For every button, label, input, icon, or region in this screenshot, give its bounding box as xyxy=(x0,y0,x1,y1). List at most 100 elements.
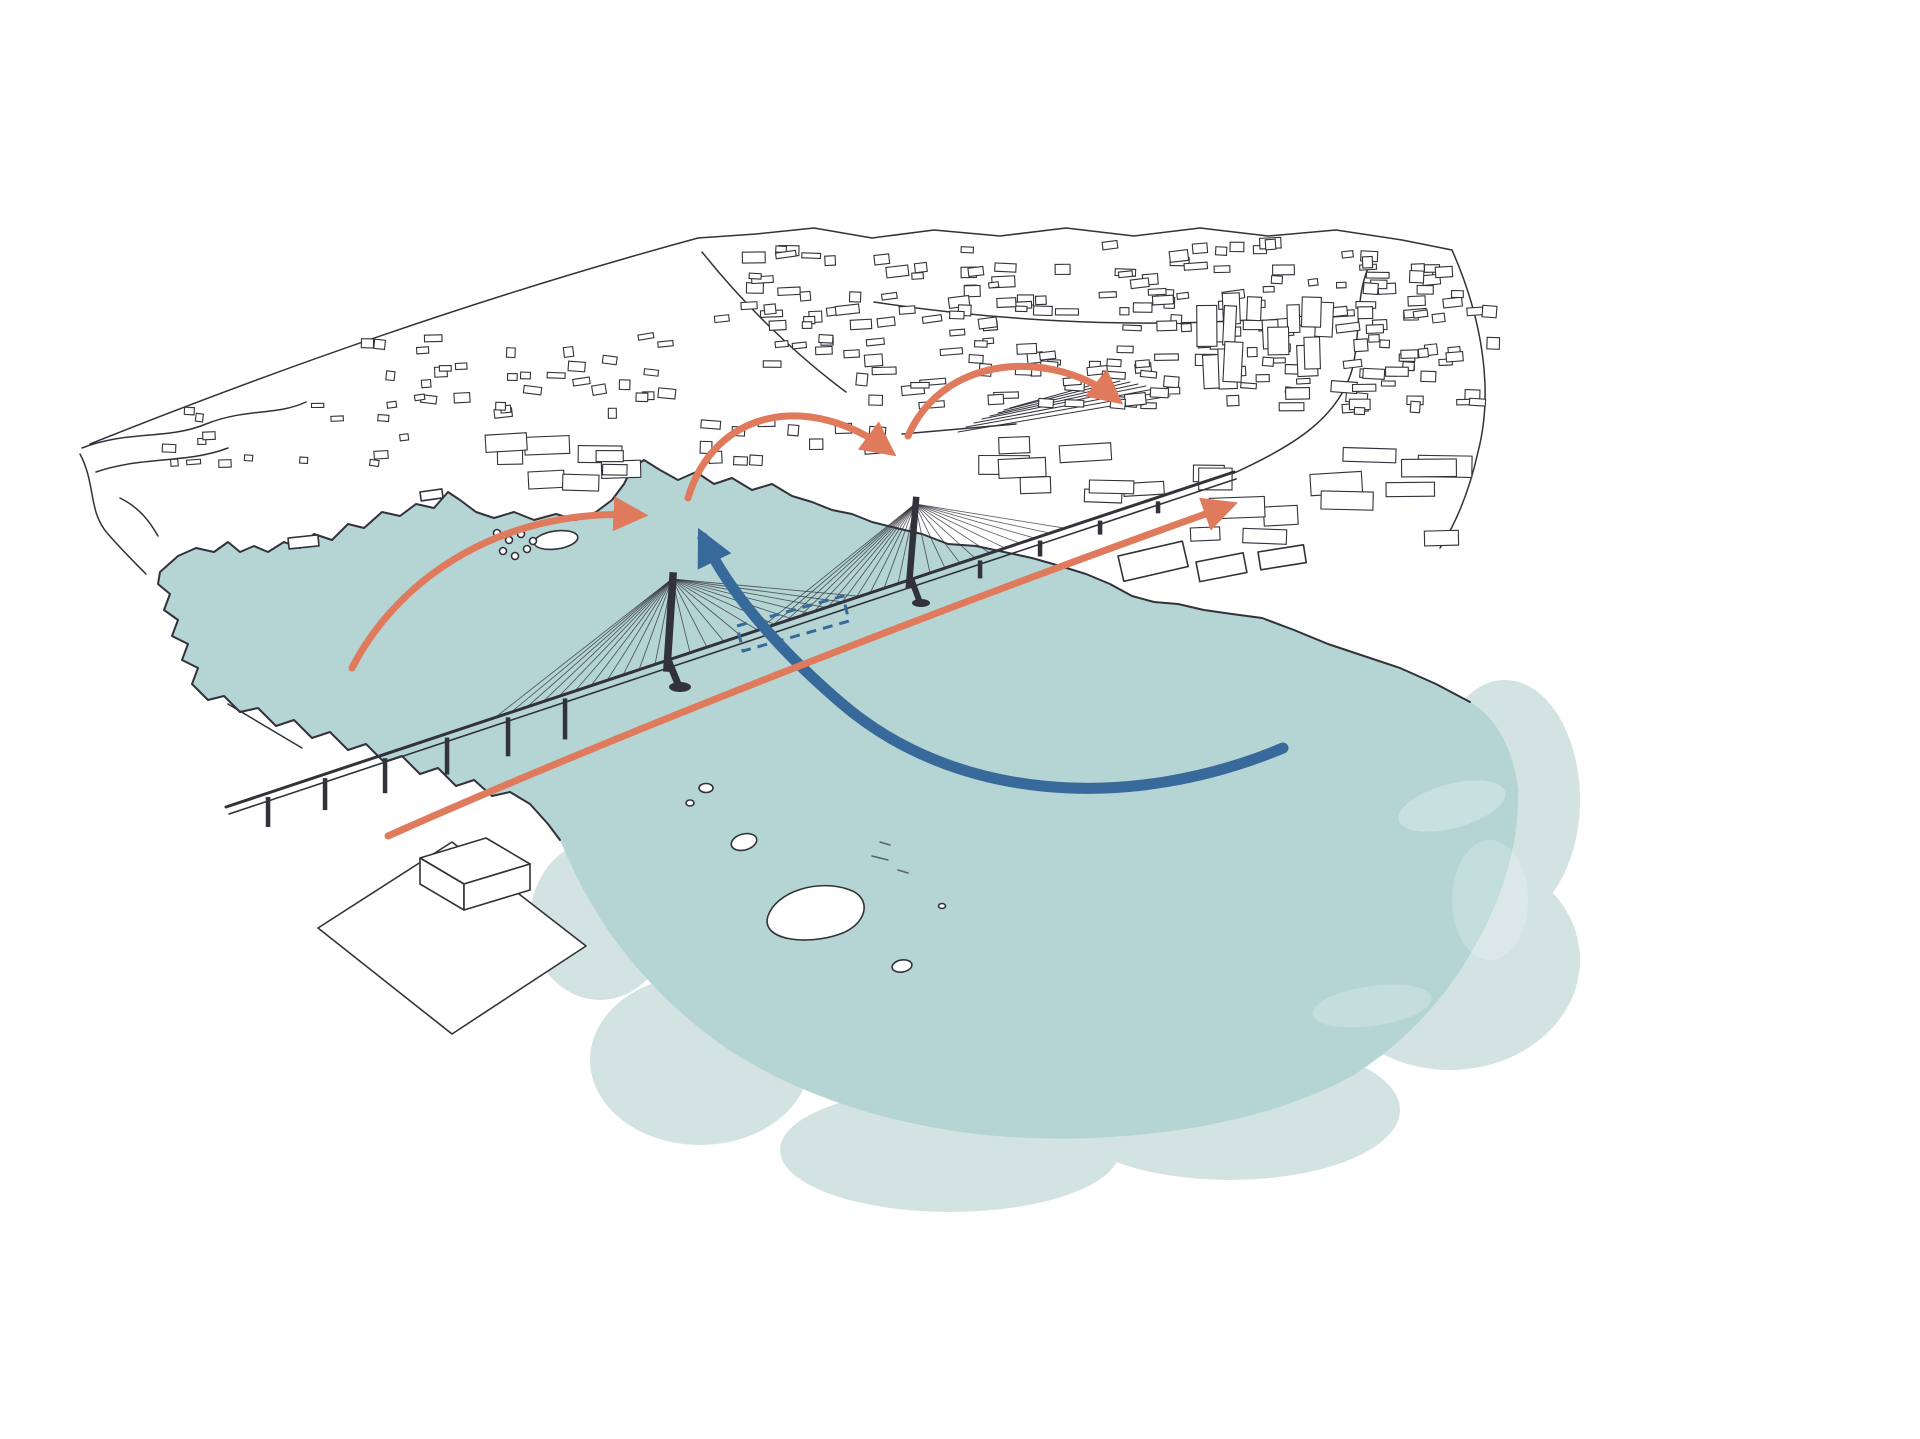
bridge-cable xyxy=(914,503,946,569)
bridge-cable xyxy=(671,578,759,631)
building xyxy=(170,458,179,467)
building xyxy=(1286,304,1301,334)
building xyxy=(997,456,1047,480)
building xyxy=(787,424,800,437)
building xyxy=(863,353,884,368)
building xyxy=(1156,320,1178,332)
building xyxy=(218,459,232,468)
building xyxy=(1445,350,1464,363)
building xyxy=(1466,306,1484,317)
bridge-cable xyxy=(813,503,916,612)
building xyxy=(774,249,797,260)
building xyxy=(423,334,443,343)
building xyxy=(1423,529,1460,547)
bridge-cable xyxy=(671,578,725,642)
building xyxy=(1129,277,1150,290)
building xyxy=(762,360,782,368)
building xyxy=(733,455,749,466)
building xyxy=(865,337,886,347)
building xyxy=(601,354,618,366)
building xyxy=(607,407,617,419)
building xyxy=(183,406,195,416)
bridge-cable xyxy=(869,503,916,594)
building xyxy=(562,345,575,358)
building xyxy=(1149,387,1170,399)
building xyxy=(1408,270,1425,284)
building xyxy=(871,366,897,376)
building xyxy=(1264,238,1277,251)
building xyxy=(1361,255,1374,269)
building xyxy=(1417,347,1430,359)
bridge-cable xyxy=(574,578,673,692)
road xyxy=(1231,259,1373,475)
building xyxy=(834,303,861,316)
bridge-pier xyxy=(505,717,511,757)
building xyxy=(1139,369,1158,379)
dock xyxy=(287,534,320,550)
building xyxy=(1295,377,1311,385)
bridge-cable xyxy=(914,503,1021,544)
building xyxy=(1123,391,1147,407)
building xyxy=(202,431,216,441)
bridge-cable xyxy=(671,578,708,648)
building xyxy=(243,454,254,462)
building xyxy=(194,412,205,423)
building xyxy=(385,370,396,382)
building xyxy=(1038,350,1057,361)
building xyxy=(939,347,964,357)
building xyxy=(1261,356,1275,367)
bridge-pier xyxy=(562,698,568,740)
building xyxy=(801,321,813,329)
building xyxy=(1351,383,1377,392)
flow-arrow-orange-hop-1 xyxy=(684,412,897,502)
building xyxy=(768,319,787,331)
building xyxy=(1088,479,1135,495)
building xyxy=(1320,490,1374,511)
bridge-cable xyxy=(914,503,1036,539)
bridge-cable xyxy=(671,578,742,637)
shoreline xyxy=(157,459,1471,841)
building xyxy=(868,394,884,406)
building xyxy=(1342,446,1397,464)
bridge-cable xyxy=(671,578,793,620)
bridge-pier xyxy=(265,797,271,827)
building xyxy=(745,282,764,294)
building xyxy=(849,318,873,331)
rail-yard xyxy=(957,379,1171,433)
bridge-cable xyxy=(638,578,673,670)
building xyxy=(913,261,928,274)
building xyxy=(998,435,1031,455)
building xyxy=(1119,307,1130,316)
building xyxy=(1064,399,1085,408)
bridge-cable xyxy=(606,578,673,681)
bridge-cable xyxy=(841,503,916,603)
sketch-boundary-left xyxy=(89,237,699,445)
building xyxy=(1246,346,1258,358)
building xyxy=(1222,340,1244,383)
building xyxy=(873,253,891,266)
building xyxy=(994,262,1017,273)
building xyxy=(1362,282,1379,296)
bridge-piers xyxy=(265,501,1161,827)
bridge-cable xyxy=(510,578,673,713)
building xyxy=(1416,284,1434,295)
bridge-cable xyxy=(914,503,976,559)
building xyxy=(808,438,824,451)
building xyxy=(1122,324,1142,332)
islands xyxy=(685,782,947,973)
jetty xyxy=(227,703,303,749)
building xyxy=(824,255,837,267)
building xyxy=(1098,291,1118,299)
bridge-cable xyxy=(671,578,861,597)
bridge-pier xyxy=(977,560,983,579)
building xyxy=(1385,481,1436,498)
docks-group xyxy=(287,488,1308,583)
building xyxy=(748,272,762,280)
building xyxy=(1101,239,1119,251)
building xyxy=(1196,304,1218,347)
building xyxy=(777,286,801,296)
building xyxy=(1379,339,1391,349)
building xyxy=(527,469,566,490)
